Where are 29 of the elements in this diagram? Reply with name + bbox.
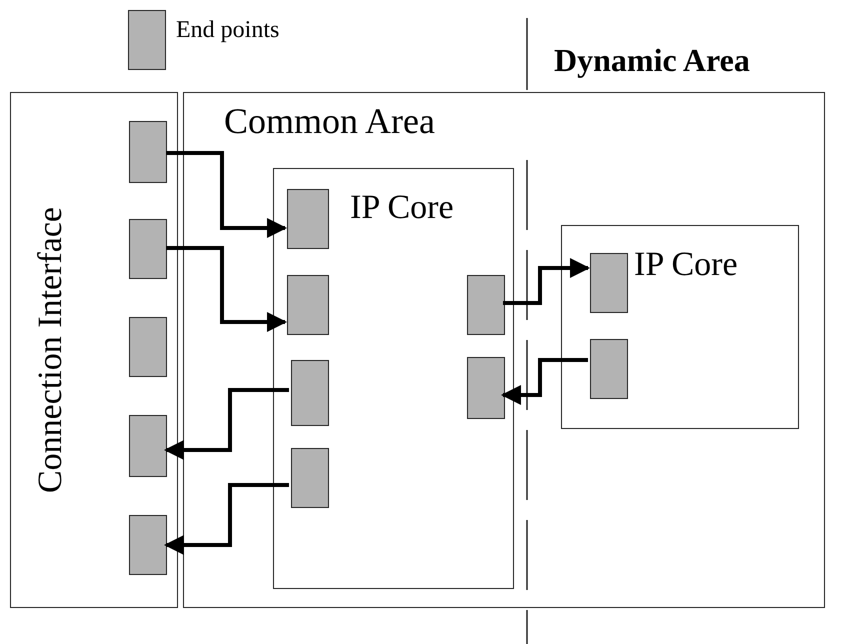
arrow (166, 246, 287, 332)
area-title: IP Core (350, 191, 454, 225)
endpoint-box (590, 253, 628, 313)
arrow (164, 483, 289, 555)
endpoint-box (129, 515, 167, 575)
endpoint-box (291, 448, 329, 508)
area-title: Common Area (224, 103, 435, 139)
endpoint-box (291, 360, 329, 426)
endpoint-box (590, 339, 628, 399)
region-title: Dynamic Area (554, 44, 750, 76)
arrow (164, 388, 289, 460)
endpoint-box (287, 189, 329, 249)
arrow (501, 358, 588, 405)
endpoint-box (467, 275, 505, 335)
endpoint-box (129, 415, 167, 477)
core-box (273, 168, 514, 589)
legend-text: End points (176, 16, 280, 45)
panel-title: Connection Interface (34, 206, 68, 494)
endpoint-box (129, 219, 167, 279)
interface-panel (10, 92, 178, 608)
endpoint-box (129, 317, 167, 377)
area-box (183, 92, 825, 608)
area-title: IP Core (634, 248, 738, 282)
endpoint-box (129, 121, 167, 183)
arrow (166, 151, 287, 238)
endpoint-box (467, 357, 505, 419)
arrow (503, 258, 590, 305)
endpoint-box (287, 275, 329, 335)
core-box (561, 225, 799, 429)
